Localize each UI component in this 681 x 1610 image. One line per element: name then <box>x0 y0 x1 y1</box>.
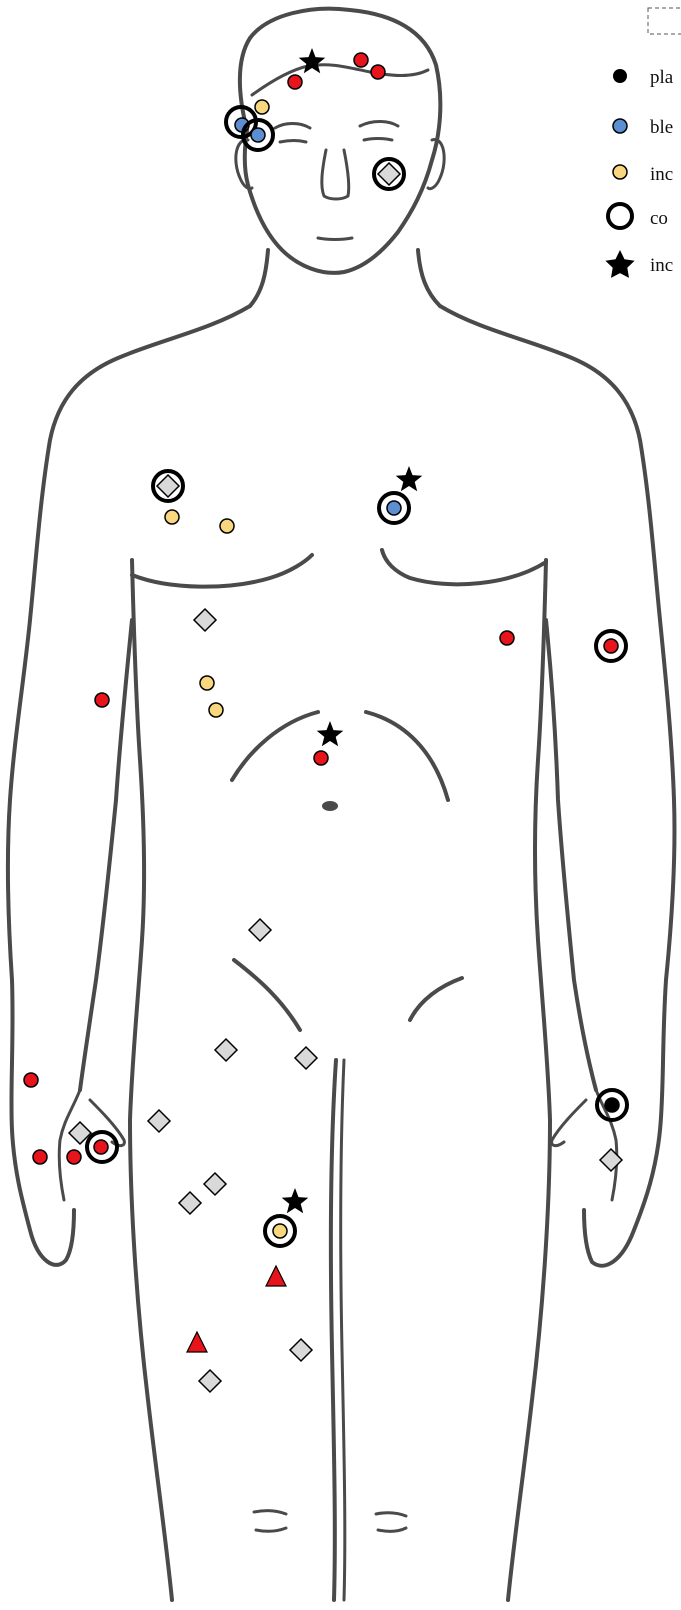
red-dot-marker <box>500 631 514 645</box>
legend-ring-icon <box>608 204 632 228</box>
star-marker <box>299 48 326 73</box>
legend-label-0: pla <box>650 67 674 88</box>
red-dot-marker <box>371 65 385 79</box>
body-outline <box>8 9 675 1600</box>
legend-item-4: inc <box>605 250 673 278</box>
legend-label-3: co <box>650 208 668 229</box>
markers-layer <box>24 48 627 1392</box>
diamond-marker <box>157 475 179 497</box>
diamond-marker <box>295 1047 317 1069</box>
legend-label-4: inc <box>650 255 673 276</box>
legend-item-1: ble <box>613 117 673 138</box>
red-dot-marker <box>33 1150 47 1164</box>
diamond-marker <box>290 1339 312 1361</box>
red-dot-marker <box>288 75 302 89</box>
diamond-marker <box>194 609 216 631</box>
diamond-marker <box>215 1039 237 1061</box>
black-dot-marker <box>605 1098 619 1112</box>
red-dot-marker <box>314 751 328 765</box>
legend-black-dot-icon <box>613 69 627 83</box>
yellow-dot-marker <box>200 676 214 690</box>
diamond-marker <box>378 163 400 185</box>
legend-blue-dot-icon <box>613 119 627 133</box>
diamond-marker <box>199 1370 221 1392</box>
legend-frame <box>648 8 681 34</box>
blue-dot-marker <box>387 501 401 515</box>
star-marker <box>396 466 423 491</box>
star-marker <box>282 1188 309 1213</box>
legend: pla ble inc co inc <box>605 8 681 278</box>
red-dot-marker <box>604 639 618 653</box>
diamond-marker <box>204 1173 226 1195</box>
diamond-marker <box>179 1192 201 1214</box>
yellow-dot-marker <box>255 100 269 114</box>
star-marker <box>317 721 344 746</box>
legend-item-2: inc <box>613 164 673 185</box>
legend-label-1: ble <box>650 117 673 138</box>
diamond-marker <box>148 1110 170 1132</box>
red-dot-marker <box>95 693 109 707</box>
yellow-dot-marker <box>220 519 234 533</box>
diamond-marker <box>249 919 271 941</box>
diamond-marker <box>600 1149 622 1171</box>
red-dot-marker <box>354 53 368 67</box>
legend-label-2: inc <box>650 164 673 185</box>
yellow-dot-marker <box>165 510 179 524</box>
blue-dot-marker <box>251 128 265 142</box>
red-triangle-marker <box>266 1266 286 1286</box>
red-dot-marker <box>67 1150 81 1164</box>
red-dot-marker <box>94 1140 108 1154</box>
red-dot-marker <box>24 1073 38 1087</box>
red-triangle-marker <box>187 1332 207 1352</box>
legend-item-0: pla <box>613 67 674 88</box>
legend-yellow-dot-icon <box>613 165 627 179</box>
legend-item-3: co <box>608 204 668 229</box>
yellow-dot-marker <box>209 703 223 717</box>
yellow-dot-marker <box>273 1224 287 1238</box>
legend-star-icon <box>605 250 634 278</box>
